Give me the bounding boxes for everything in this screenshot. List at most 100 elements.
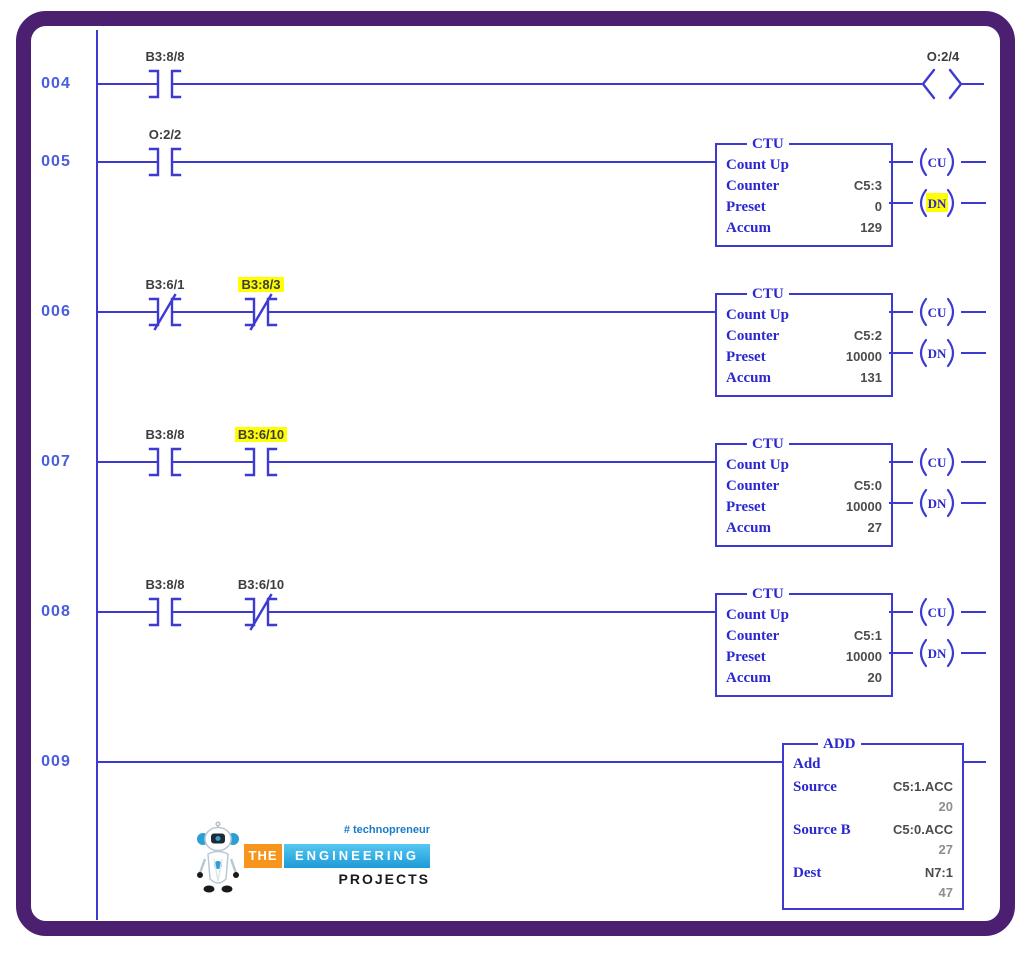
ctu-op-name: Count Up [726,157,789,173]
rung-008-wire [97,611,715,613]
ctu-row-value[interactable]: 131 [860,370,882,385]
ctu-op-name: Count Up [726,307,789,323]
rung-007-contact1-label: B3:8/8 [145,427,185,442]
dn-output-coil-icon[interactable]: DN [908,336,966,370]
ctu-row-value[interactable]: C5:1 [853,628,882,643]
highlighted-address: B3:8/3 [238,277,284,292]
rung-number-005[interactable]: 005 [41,153,71,170]
ctu-row-label: Preset [726,349,766,365]
ctu-row-value[interactable]: C5:2 [853,328,882,343]
logo-word-the: THE [244,844,282,868]
add-row-current-value: 47 [938,885,953,900]
ctu-block-title: CTU [747,135,789,153]
normally-closed-contact-icon[interactable] [144,292,186,332]
add-row-current-value: 27 [938,842,953,857]
rung-number-007[interactable]: 007 [41,453,71,470]
add-row-label: Dest [793,865,822,881]
ctu-row-label: Preset [726,199,766,215]
normally-open-contact-icon[interactable] [240,442,282,482]
ctu-row-value[interactable]: 10000 [845,349,882,364]
logo-word-projects: PROJECTS [338,871,430,887]
cu-output-coil-icon[interactable]: CU [908,145,966,179]
cu-output-coil-icon[interactable]: CU [908,295,966,329]
svg-text:DN: DN [928,346,947,361]
add-block-title: ADD [818,735,861,753]
add-row-label: Source [793,779,837,795]
ctu-block-title: CTU [747,285,789,303]
rung-008-contact1-label: B3:8/8 [145,577,185,592]
ctu-row-label: Accum [726,370,771,386]
svg-text:CU: CU [928,305,947,320]
ctu-row-value[interactable]: 0 [874,199,882,214]
ctu-row-value[interactable]: 27 [867,520,882,535]
rung-005-ctu-block[interactable]: CTU Count Up Counter C5:3 Preset 0 Accum… [715,135,893,247]
svg-text:DN: DN [928,496,947,511]
ctu-row-value[interactable]: C5:0 [853,478,882,493]
rung-number-008[interactable]: 008 [41,603,71,620]
cu-output-coil-icon[interactable]: CU [908,445,966,479]
rung-number-004[interactable]: 004 [41,75,71,92]
rung-005-wire [97,161,715,163]
ctu-row-value[interactable]: C5:3 [853,178,882,193]
rung-005-contact-label: O:2/2 [148,127,182,142]
logo-word-engineering: ENGINEERING [284,844,430,868]
add-row-label: Source B [793,822,851,838]
dn-output-coil-icon[interactable]: DN [908,486,966,520]
svg-text:CU: CU [928,455,947,470]
rung-number-006[interactable]: 006 [41,303,71,320]
ctu-op-name: Count Up [726,457,789,473]
dn-output-coil-icon-highlighted[interactable]: DN [908,186,966,220]
add-row-value[interactable]: C5:1.ACC [893,779,953,794]
add-row-value[interactable]: C5:0.ACC [893,822,953,837]
ctu-block-title: CTU [747,435,789,453]
normally-open-contact-icon[interactable] [144,64,186,104]
svg-text:DN: DN [928,646,947,661]
ctu-row-value[interactable]: 20 [867,670,882,685]
cu-output-coil-icon[interactable]: CU [908,595,966,629]
rung-007-contact2-label: B3:6/10 [214,427,308,443]
normally-closed-contact-icon[interactable] [240,592,282,632]
rung-number-009[interactable]: 009 [41,753,71,770]
rung-008-contact2-label: B3:6/10 [237,577,285,592]
ctu-block-title: CTU [747,585,789,603]
rung-004-contact-label: B3:8/8 [145,49,185,64]
rung-007-wire [97,461,715,463]
rung-004-wire [97,83,984,85]
rung-004-coil-label: O:2/4 [926,49,960,64]
ctu-row-label: Accum [726,670,771,686]
add-row-current-value: 20 [938,799,953,814]
ctu-row-value[interactable]: 10000 [845,649,882,664]
add-row-value[interactable]: N7:1 [924,865,953,880]
ctu-row-label: Counter [726,178,780,194]
normally-open-contact-icon[interactable] [144,442,186,482]
rung-009-add-block[interactable]: ADD Add Source C5:1.ACC 20 Source B C5:0… [782,735,964,910]
left-power-rail [96,30,98,920]
dn-output-coil-icon[interactable]: DN [908,636,966,670]
svg-text:CU: CU [928,605,947,620]
ctu-row-label: Counter [726,628,780,644]
ctu-row-label: Preset [726,649,766,665]
svg-text:CU: CU [928,155,947,170]
ctu-row-label: Preset [726,499,766,515]
rung-008-ctu-block[interactable]: CTU Count Up Counter C5:1 Preset 10000 A… [715,585,893,697]
ctu-op-name: Count Up [726,607,789,623]
ctu-row-label: Accum [726,520,771,536]
rung-006-ctu-block[interactable]: CTU Count Up Counter C5:2 Preset 10000 A… [715,285,893,397]
normally-closed-contact-icon[interactable] [240,292,282,332]
rung-009-wire-left [97,761,784,763]
normally-open-contact-icon[interactable] [144,142,186,182]
rung-006-contact1-label: B3:6/1 [145,277,185,292]
ctu-row-value[interactable]: 129 [860,220,882,235]
ctu-row-label: Counter [726,478,780,494]
rung-006-contact2-label: B3:8/3 [214,277,308,293]
rung-009-wire-right [962,761,986,763]
ctu-row-label: Counter [726,328,780,344]
rung-006-wire [97,311,715,313]
svg-text:DN: DN [928,196,947,211]
normally-open-contact-icon[interactable] [144,592,186,632]
add-op-name: Add [793,756,821,772]
rung-007-ctu-block[interactable]: CTU Count Up Counter C5:0 Preset 10000 A… [715,435,893,547]
highlighted-address: B3:6/10 [234,427,288,442]
output-coil-icon[interactable] [916,66,968,102]
ctu-row-value[interactable]: 10000 [845,499,882,514]
